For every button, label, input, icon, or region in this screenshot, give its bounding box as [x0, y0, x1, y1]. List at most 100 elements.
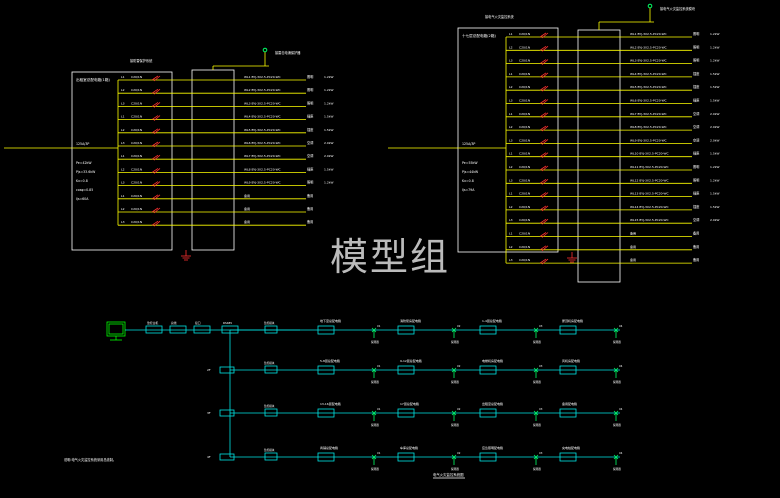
left_panel-main-breaker-label: 125A/3P: [76, 142, 89, 146]
monitor-sensor-label: 探测器: [451, 380, 459, 384]
right_panel-circuit-cable-label: WL13 BYJ-3X2.5-PC20-WC: [630, 192, 669, 196]
right_panel-rating-line: Ijs=79A: [462, 188, 475, 192]
left_panel-circuit-cable-label: 备用: [244, 219, 250, 224]
sensor-icon: [613, 410, 619, 416]
left_panel-circuit-breaker-label: C20/1N: [131, 141, 142, 145]
right_panel-circuit-load-label: 1.2kW: [710, 165, 720, 169]
left_panel-circuit-use-label: 空调: [307, 153, 313, 158]
left_panel-circuit-phase: L1: [121, 194, 125, 198]
right_panel-circuit-cable-label: WL11 BYJ-3X2.5-PC20-WC: [630, 165, 669, 169]
left_panel-circuit-use-label: 备用: [307, 193, 313, 198]
right_panel-circuit-phase: L3: [509, 59, 513, 63]
right_panel-circuit-cable-label: WL4 BYJ-3X2.5-PC20-WC: [630, 72, 667, 76]
left_panel-circuit-phase: L3: [121, 141, 125, 145]
left_panel-rating-line: Ijs=60A: [76, 197, 89, 201]
monitor-sensor-tag: X3: [539, 451, 543, 455]
right_panel-breaker-symbol: [539, 72, 549, 79]
monitor-head-label: 总线: [171, 321, 177, 325]
right_panel-circuit-load-label: 1.5kW: [710, 72, 720, 76]
left_panel-circuit-breaker-label: C20/1N: [131, 154, 142, 158]
right_panel-circuit-breaker-label: C20/1N: [519, 59, 530, 63]
monitor-system-note: 说明:电气火灾监控系统采用总线制。: [64, 457, 116, 462]
right_panel-circuit-load-label: 1.5kW: [710, 192, 720, 196]
right_panel-circuit-phase: L3: [509, 178, 513, 182]
sensor-icon: [613, 367, 619, 373]
right_panel-circuit-phase: L1: [509, 232, 513, 236]
right_panel-circuit-phase: L1: [509, 32, 513, 36]
monitor-sensor-label: 探测器: [371, 340, 379, 344]
monitor-device-box: [479, 365, 497, 375]
right_panel-circuit-load-label: 1.5kW: [710, 205, 720, 209]
right_panel-circuit-cable-label: WL1 BYJ-3X2.5-PC20-WC: [630, 32, 667, 36]
right_panel-circuit-use-label: 空调: [693, 124, 699, 129]
left_panel-circuit-use-label: 照明: [307, 101, 313, 105]
sensor-icon: [533, 410, 539, 416]
right_panel-circuit-use-label: 备用: [693, 257, 699, 262]
sensor-icon: [451, 367, 457, 373]
left_panel-monitor-module-box: [191, 69, 235, 251]
monitor-system-title: 电气火灾监控系统图: [433, 472, 464, 477]
right_panel-breaker-symbol: [539, 205, 549, 212]
right_panel-top-note: 接电气火灾监控系统: [485, 14, 514, 19]
right_panel-circuit-load-label: 1.2kW: [710, 59, 720, 63]
monitor-head-block: [193, 325, 211, 334]
left_panel-circuit-use-label: 照明: [307, 75, 313, 79]
monitor-head-label: RS485: [223, 321, 232, 325]
monitor-sensor-label: 探测器: [533, 380, 541, 384]
sensor-icon: [533, 454, 539, 460]
right_panel-breaker-symbol: [539, 112, 549, 119]
monitor-sensor-tag: X3: [539, 324, 543, 328]
sensor-icon: [533, 327, 539, 333]
left_panel-circuit-breaker-label: C20/1N: [131, 101, 142, 105]
right_panel-panel-title: 十七层总配电箱(2箱): [462, 33, 496, 38]
left_panel-circuit-load-label: 1.2kW: [324, 181, 334, 185]
left_panel-circuit-phase: L1: [121, 154, 125, 158]
left_panel-circuit-breaker-label: C20/1N: [131, 194, 142, 198]
left_panel-circuit-cable-label: WL8 BYJ-3X2.5-PC20-WC: [244, 167, 281, 171]
sensor-icon: [613, 454, 619, 460]
monitor-sensor-tag: X4: [619, 407, 623, 411]
left_panel-circuit-cable-label: WL9 BYJ-3X2.5-PC20-WC: [244, 181, 281, 185]
left_panel-rating-line: Pjs=33.6kW: [76, 170, 96, 174]
monitor-sensor-tag: X4: [619, 451, 623, 455]
right_panel-circuit-load-label: 1.2kW: [710, 32, 720, 36]
left_panel-breaker-symbol: [151, 115, 161, 121]
monitor-module-box: [264, 365, 278, 374]
right_panel-rating-line: Pjs=44kW: [462, 170, 479, 174]
left_panel-circuit-cable-label: WL5 BYJ-3X2.5-PC20-WC: [244, 128, 281, 132]
monitor-row-label: 2F: [207, 368, 211, 372]
monitor-device-label: 备用配电箱: [562, 401, 577, 406]
right_panel-circuit-load-label: 2.0kW: [710, 218, 720, 222]
right_panel-circuit-breaker-label: C20/1N: [519, 192, 530, 196]
monitor-sensor-tag: X2: [457, 407, 461, 411]
right_panel-circuit-breaker-label: C20/1N: [519, 218, 530, 222]
monitor-sensor-tag: X2: [457, 324, 461, 328]
left_panel-circuit-load-label: 1.2kW: [324, 75, 334, 79]
right_panel-circuit-use-label: 照明: [693, 59, 699, 63]
left_panel-circuit-use-label: 备用: [307, 219, 313, 224]
left_panel-circuit-cable-label: WL3 BYJ-3X2.5-PC20-WC: [244, 101, 281, 105]
left_panel-circuit-breaker-label: C20/1N: [131, 75, 142, 79]
monitor-device-box: [479, 325, 497, 335]
right_panel-circuit-use-label: 照明: [693, 178, 699, 182]
left_panel-circuit-use-label: 空调: [307, 140, 313, 145]
monitor-device-label: 1-4层总配电箱: [482, 318, 502, 323]
monitor-device-box: [559, 365, 577, 375]
left_panel-circuit-phase: L3: [121, 181, 125, 185]
right_panel-circuit-breaker-label: C20/1N: [519, 45, 530, 49]
left_panel-circuit-phase: L3: [121, 220, 125, 224]
monitor-device-box: [317, 325, 335, 335]
left_panel-breaker-symbol: [151, 194, 161, 201]
monitor-sensor-label: 探测器: [533, 467, 541, 471]
right_panel-circuit-breaker-label: C20/1N: [519, 258, 530, 262]
right_panel-circuit-load-label: 2.0kW: [710, 112, 720, 116]
monitor-device-box: [479, 452, 497, 462]
monitor-sensor-label: 探测器: [533, 340, 541, 344]
right_panel-circuit-breaker-label: C20/1N: [519, 32, 530, 36]
monitor-screen-icon: [108, 323, 124, 335]
right_panel-breaker-symbol: [539, 45, 549, 52]
right_panel-circuit-load-label: 1.2kW: [710, 178, 720, 182]
monitor-sensor-label: 探测器: [371, 423, 379, 427]
right_panel-circuit-use-label: 插座: [693, 98, 700, 103]
